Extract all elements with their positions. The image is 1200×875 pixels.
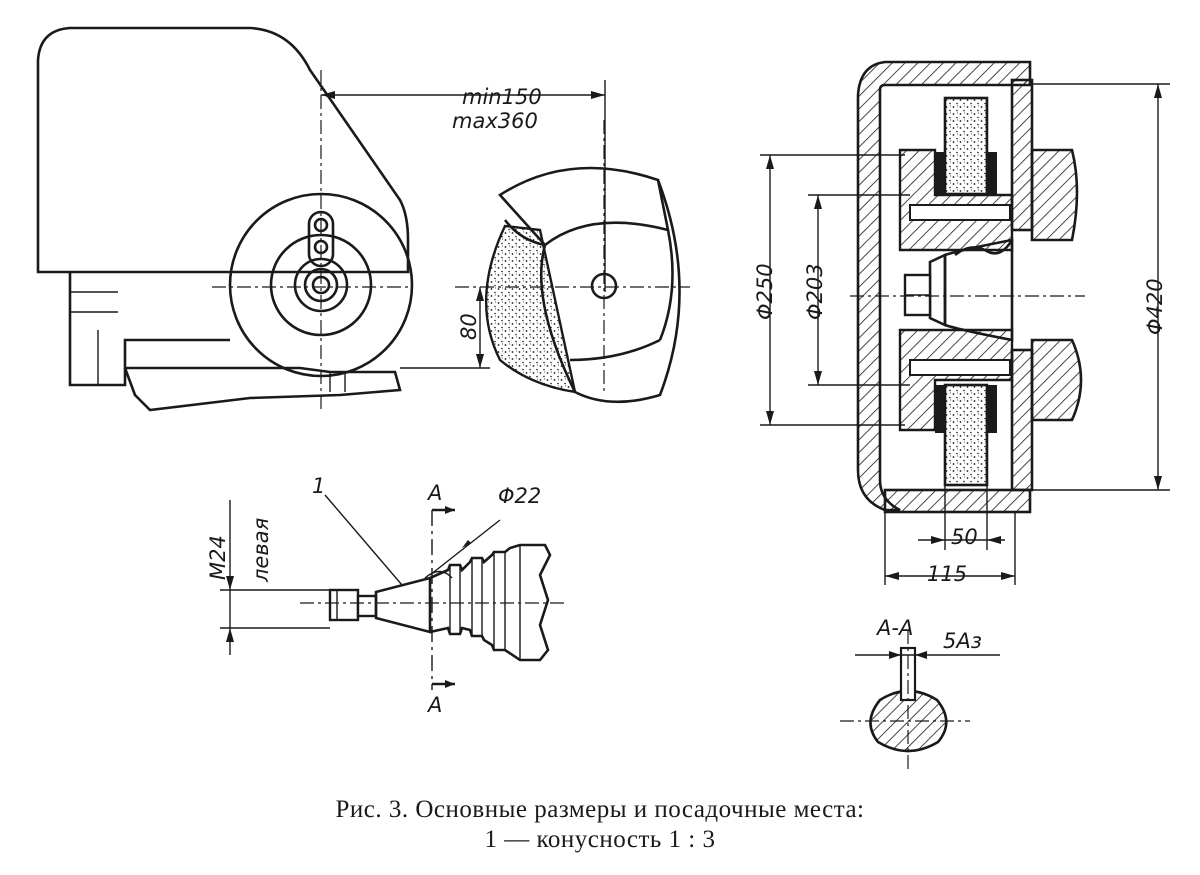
guard-section-view xyxy=(850,60,1085,514)
dia-420-label: Φ420 xyxy=(1143,278,1167,335)
threaded-end xyxy=(328,588,360,622)
wheel-front-view xyxy=(455,120,690,404)
abrasive-wheel-upper xyxy=(943,96,989,196)
spindle-housing xyxy=(1030,148,1079,242)
dimension-dia-420 xyxy=(1030,83,1170,491)
spindle-cone xyxy=(374,576,432,634)
dimension-width-115 xyxy=(884,512,1016,585)
max-label: max360 xyxy=(452,109,538,133)
height-80-label: 80 xyxy=(457,313,481,340)
min-label: min150 xyxy=(462,85,542,109)
callout-1-label: 1 xyxy=(312,474,325,498)
width-115-label: 115 xyxy=(927,562,967,586)
wheel-guard-housing xyxy=(36,26,410,274)
thread-note-label: левая xyxy=(249,518,273,583)
section-a-top-label: А xyxy=(426,481,442,505)
dimension-80 xyxy=(400,287,490,369)
dia-250-label: Φ250 xyxy=(753,263,777,320)
abrasive-wheel-lower xyxy=(943,383,989,487)
thread-label: M24 xyxy=(206,535,230,580)
labyrinth-rings xyxy=(429,543,552,662)
machine-bed xyxy=(123,366,402,412)
dimension-width-50 xyxy=(918,485,1005,550)
spindle-tip-view xyxy=(220,494,565,690)
figure-caption-line1: Рис. 3. Основные размеры и посадочные ме… xyxy=(335,796,865,823)
width-50-label: 50 xyxy=(951,525,978,549)
technical-drawing: min150 max360 80 xyxy=(36,26,1170,770)
dimension-dia-250 xyxy=(760,154,905,426)
wheel-abrasive-section xyxy=(485,224,577,394)
key-fit-label: 5Аз xyxy=(943,629,982,653)
dia-203-label: Φ203 xyxy=(803,263,827,320)
section-a-a-view xyxy=(840,630,1000,770)
dimension-dia-203 xyxy=(808,194,910,386)
dimension-min-max xyxy=(321,80,606,292)
dia-22-label: Φ22 xyxy=(498,484,541,508)
guard-right-wall xyxy=(1010,78,1034,232)
machine-side-view xyxy=(36,26,414,412)
section-title-label: А-А xyxy=(875,616,913,640)
figure-caption-line2: 1 — конусность 1 : 3 xyxy=(484,826,716,853)
section-a-bottom-label: А xyxy=(426,693,442,717)
machine-base xyxy=(68,272,230,387)
guard-bottom-plate xyxy=(883,488,1032,514)
